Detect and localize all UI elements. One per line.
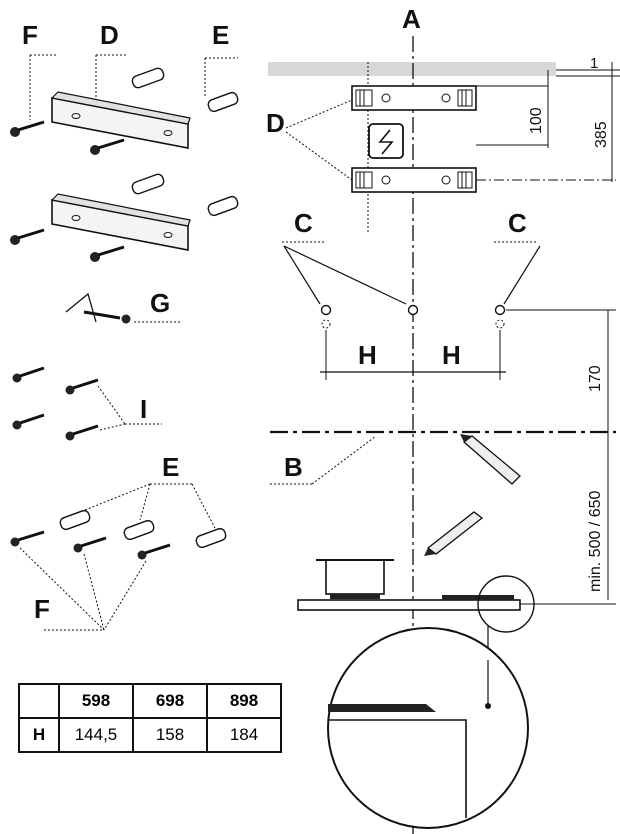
label-G: G <box>150 288 170 318</box>
dim-100: 100 <box>528 107 545 134</box>
table-header-cell: 598 <box>58 683 134 719</box>
table-header-cell <box>18 683 60 719</box>
wall-plug-4 <box>207 195 239 217</box>
label-E-bottom: E <box>162 452 179 482</box>
label-D-mid: D <box>266 108 285 138</box>
screw-5 <box>10 530 45 547</box>
bracket-top <box>351 85 477 111</box>
elevation-view: A <box>266 4 620 834</box>
label-B: B <box>284 452 303 482</box>
wall-plug-2 <box>207 91 239 113</box>
label-D-top: D <box>100 20 119 50</box>
cooking-pot <box>316 559 394 599</box>
hook-hole-right <box>494 304 506 316</box>
wall-plug-3 <box>131 173 165 195</box>
hook-hole-center <box>407 304 419 316</box>
label-F-bottom: F <box>34 594 50 624</box>
wall-plug-1 <box>131 67 165 89</box>
table-header-cell: 698 <box>132 683 208 719</box>
hook-G <box>65 292 182 324</box>
dim-1: 1 <box>590 55 598 72</box>
label-C-right: C <box>508 208 527 238</box>
screw-1 <box>10 120 45 137</box>
table-cell: 158 <box>132 717 208 753</box>
wall-plug-7 <box>195 527 227 549</box>
detail-magnifier <box>327 575 535 829</box>
table-row: H 144,5 158 184 <box>18 717 282 753</box>
dim-170: 170 <box>587 365 604 392</box>
label-I: I <box>140 394 147 424</box>
electrical-outlet-icon <box>368 123 404 159</box>
label-E-top: E <box>212 20 229 50</box>
hook-hole-left <box>320 304 332 316</box>
dim-385: 385 <box>593 121 610 148</box>
table-cell: 184 <box>206 717 282 753</box>
label-H-right: H <box>442 340 461 370</box>
label-F-top: F <box>22 20 38 50</box>
table-header-row: 598 698 898 <box>18 683 282 719</box>
screw-4 <box>90 245 125 262</box>
screw-7 <box>137 543 171 560</box>
table-cell: 144,5 <box>58 717 134 753</box>
dim-min: min. 500 / 650 <box>587 491 604 593</box>
screw-6 <box>73 536 107 553</box>
screw-2 <box>90 138 125 155</box>
parts-column: F D E <box>10 20 239 631</box>
bracket-bottom <box>351 167 477 193</box>
h-dimension-table: 598 698 898 H 144,5 158 184 <box>18 683 282 753</box>
table-header-cell: 898 <box>206 683 282 719</box>
hob-surface <box>297 595 616 611</box>
wall-plug-5 <box>59 509 91 531</box>
wall-plug-6 <box>123 519 155 541</box>
bracket-1 <box>50 91 191 149</box>
screws-I <box>12 366 162 441</box>
upper-cabinet <box>268 62 556 76</box>
bracket-2 <box>50 193 191 251</box>
pencil-icon-1 <box>460 434 521 485</box>
pencil-icon-2 <box>424 511 484 556</box>
screw-3 <box>10 228 45 245</box>
label-A: A <box>402 4 421 34</box>
table-cell: H <box>18 717 60 753</box>
label-H-left: H <box>358 340 377 370</box>
label-C-left: C <box>294 208 313 238</box>
